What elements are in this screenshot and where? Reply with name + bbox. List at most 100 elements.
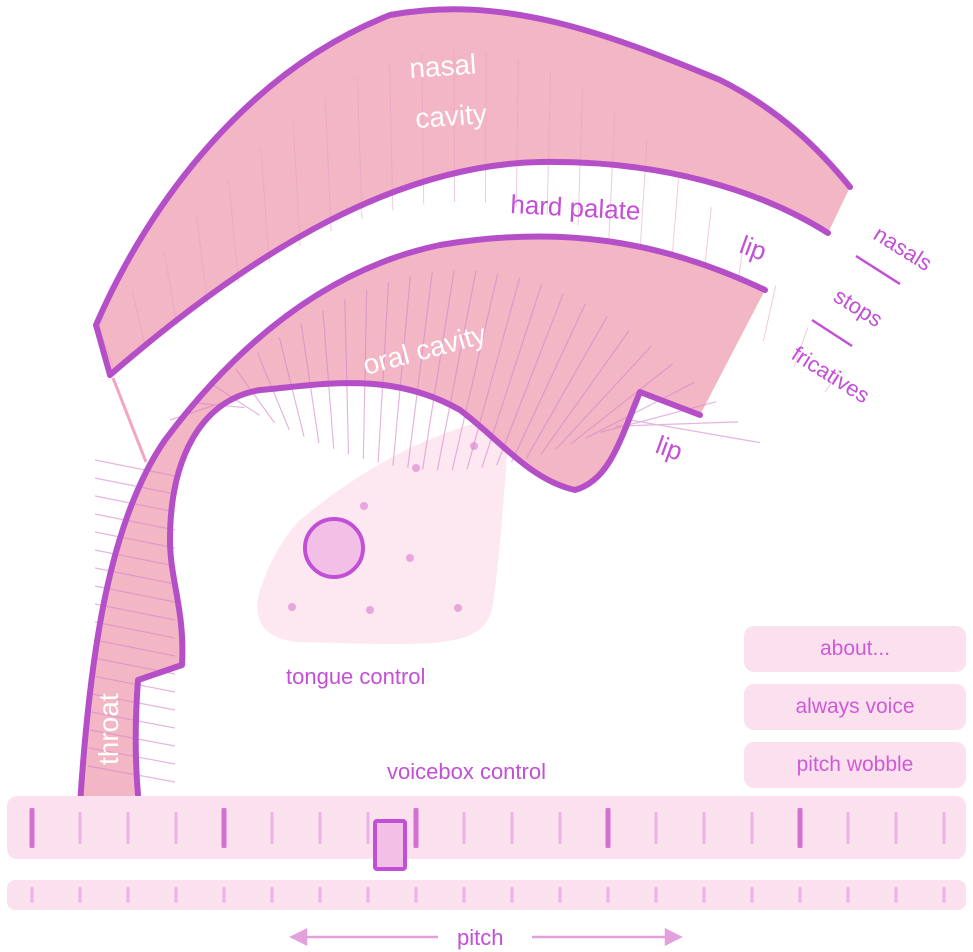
legend-divider-1 [855,254,901,286]
voicebox-tick [78,812,82,844]
throat-stripe [89,729,176,747]
oral-cavity-upper-wall [77,233,768,808]
tongue-dot [360,502,368,510]
voicebox-tick [605,808,611,848]
nasal-stripe [260,149,270,263]
tongue-handle[interactable] [303,517,365,579]
pitch-ticks [30,887,946,903]
pitch-tick [126,887,130,903]
voicebox-tick [318,812,322,844]
articulation-legend: nasals stops fricatives [787,221,936,408]
nasal-stripe [324,97,332,232]
throat-stripe [91,693,176,711]
oral-cavity-lower-wall [132,380,703,798]
nasal-cavity-inner-wall [107,158,831,378]
voicebox-control[interactable] [7,796,966,871]
oral-stripe [570,363,673,445]
oral-stripe [344,299,350,455]
pitch-control[interactable] [7,880,966,910]
tongue-dot [412,464,420,472]
oral-stripe [322,310,335,449]
pitch-tick [414,887,418,903]
nasal-stripe [515,58,519,208]
voicebox-tick [462,812,466,844]
oral-stripe [451,273,499,471]
oral-stripe [392,276,411,466]
pitch-track[interactable] [7,880,966,910]
throat-stripe [94,531,176,549]
pitch-tick [798,887,802,903]
tongue-control-area[interactable] [257,415,510,644]
pitch-tick [462,887,466,903]
oral-cavity-stripes [87,270,761,783]
pitch-arrow [289,927,683,947]
oral-cavity [77,233,768,808]
pitch-tick [894,887,898,903]
oral-stripe [555,346,652,450]
voicebox-tick [510,812,514,844]
nasal-stripe [608,112,616,239]
legend-divider-2 [811,318,853,348]
oral-stripe [436,270,477,471]
oral-stripe [407,272,433,469]
pitch-tick [702,887,706,903]
tongue-dot [288,603,296,611]
about-button[interactable]: about... [744,626,966,672]
voicebox-track[interactable] [7,796,966,859]
oral-stripe [510,303,586,463]
nasal-stripe [292,121,301,246]
throat-stripe [94,513,176,531]
nasal-stripe [824,369,841,393]
nasal-stripe [453,49,456,202]
oral-stripe [496,293,564,466]
voicebox-tick [654,812,658,844]
voicebox-tick [558,812,562,844]
pitch-tick [78,887,82,903]
label-throat: throat [93,693,124,765]
nasal-cavity [93,6,853,393]
label-nasal-cavity: cavity [414,98,488,134]
voicebox-tick [942,812,946,844]
nasal-stripe [793,327,809,367]
nasal-cavity-back-wall [93,322,113,378]
always-voice-button[interactable]: always voice [744,684,966,730]
oral-stripe [615,421,739,427]
pitch-tick [318,887,322,903]
throat-stripe [94,621,176,639]
pitch-tick [942,887,946,903]
pitch-wobble-button[interactable]: pitch wobble [744,742,966,788]
voicebox-tick [126,812,130,844]
oral-stripe [421,270,455,470]
oral-stripe [362,289,368,459]
pitch-tick [606,887,610,903]
pitch-tick [750,887,754,903]
tongue-dot [366,606,374,614]
label-nasals: nasals [869,221,936,276]
voicebox-tick [750,812,754,844]
pitch-tick [558,887,562,903]
pitch-arrow-right-head [664,927,683,947]
pitch-tick [654,887,658,903]
voicebox-tick [846,812,850,844]
voicebox-handle[interactable] [373,819,407,871]
oral-stripe [235,368,275,424]
label-lip-lower: lip [652,429,687,466]
voicebox-tick [894,812,898,844]
voicebox-tick [29,808,35,848]
label-nasal: nasal [408,48,477,84]
voicebox-tick [221,808,227,848]
throat-stripe [94,603,176,621]
pitch-tick [174,887,178,903]
pitch-tick [846,887,850,903]
label-stops: stops [829,283,887,332]
throat-stripe [88,747,176,765]
nasal-cavity-stripes [99,49,841,393]
oral-stripe [540,330,630,455]
throat-stripe [87,765,176,783]
voicebox-tick [413,808,419,848]
nasal-stripe [546,71,551,215]
oral-stripe [377,282,390,463]
tongue-control-region[interactable] [257,415,510,644]
nasal-stripe [577,89,584,226]
